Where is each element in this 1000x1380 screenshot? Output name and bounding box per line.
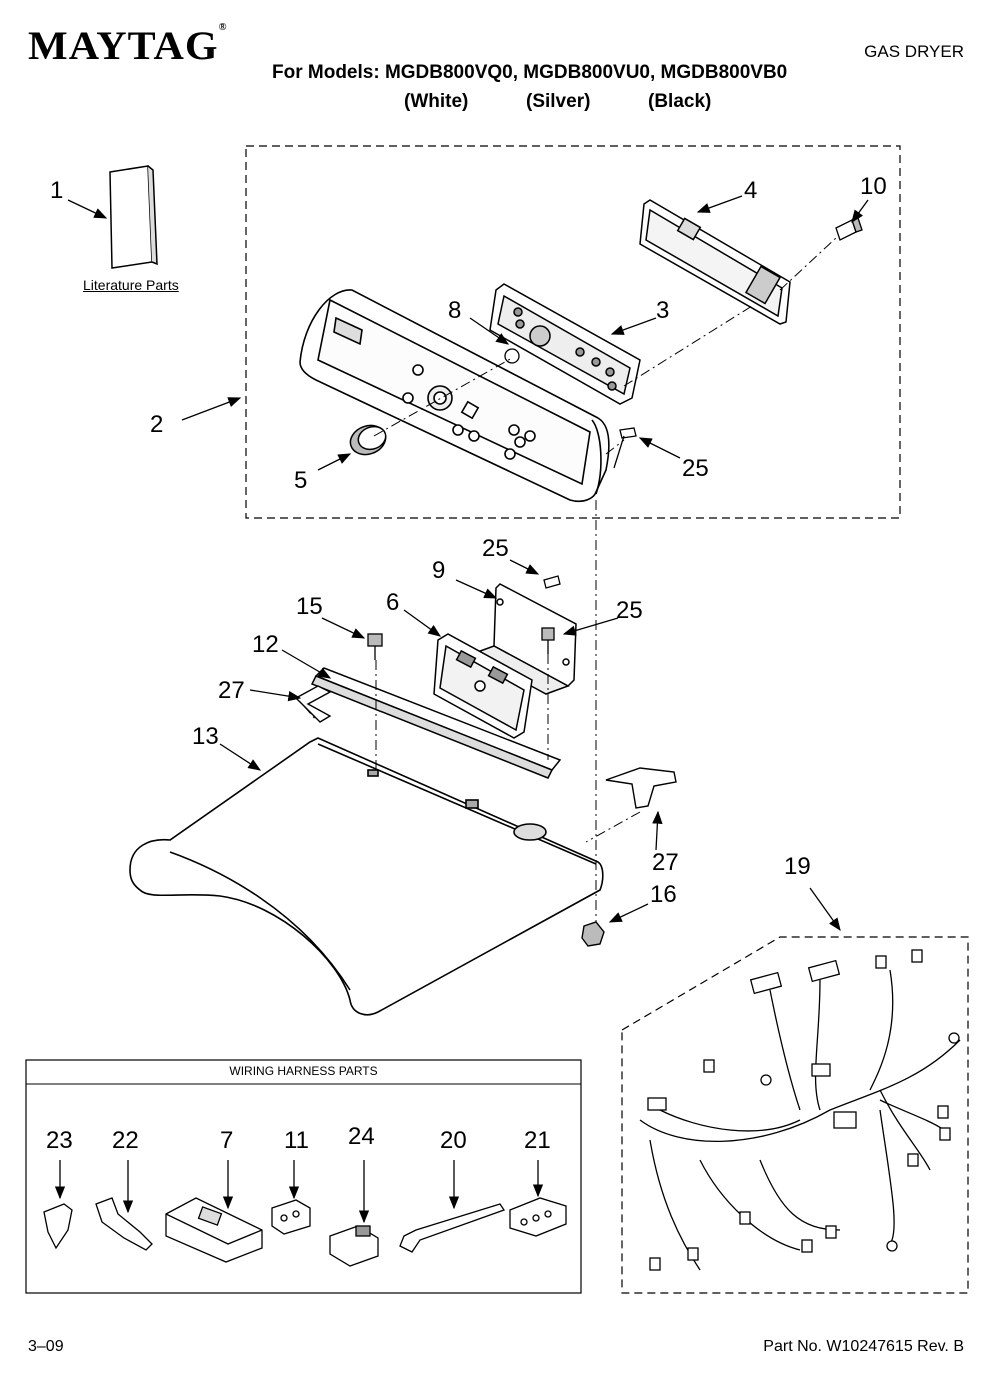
callout-19: 19 [784,853,811,880]
dryer-top-panel [129,737,604,1016]
product-type: GAS DRYER [864,42,964,61]
wiring-harness-parts-box [25,1059,582,1294]
clip-16 [581,921,605,947]
callout-11: 11 [284,1127,309,1154]
part-21-connector-icon [509,1197,567,1237]
callout-9: 9 [432,557,445,584]
user-interface-board [489,283,641,405]
callout-8: 8 [448,297,461,324]
color-silver: (Silver) [526,91,591,112]
wiring-harness-main [639,969,961,1271]
wiring-harness-title: WIRING HARNESS PARTS [229,1064,378,1078]
callout-15: 15 [296,593,323,620]
brand-logo: MAYTAG® [28,22,228,68]
footer-date: 3–09 [28,1338,64,1355]
footer-part-number: Part No. W10247615 Rev. B [763,1338,964,1355]
models-line: For Models: MGDB800VQ0, MGDB800VU0, MGDB… [272,62,788,83]
callout-2: 2 [150,411,163,438]
screw-25-lower [541,627,555,654]
console-rear-bracket [639,199,791,325]
foam-pad-left [294,685,332,723]
callout-6: 6 [386,589,399,616]
color-white: (White) [404,91,469,112]
callout-10: 10 [860,173,887,200]
part-22-terminal-icon [95,1197,153,1251]
harness-connectors [647,949,960,1271]
callout-13: 13 [192,723,219,750]
screw-25-mid [543,575,561,589]
part-20-cable-tie-icon [399,1203,506,1253]
screw-15 [367,633,383,660]
literature-booklet-icon [109,165,158,269]
callout-25-lower: 25 [616,597,643,624]
callout-12: 12 [252,631,279,658]
callout-7: 7 [220,1127,233,1154]
screw-10 [835,217,863,241]
part-23-clip-icon [43,1203,73,1250]
callout-5: 5 [294,467,307,494]
callout-23: 23 [46,1127,73,1154]
callout-20: 20 [440,1127,467,1154]
part-11-connector-icon [271,1199,311,1235]
control-knob [349,424,387,456]
callout-21: 21 [524,1127,551,1154]
callout-22: 22 [112,1127,139,1154]
shaft-8 [504,348,520,364]
literature-parts-label: Literature Parts [83,277,179,293]
callout-24: 24 [348,1123,375,1150]
callout-16: 16 [650,881,677,908]
screw-25-upper [613,427,637,469]
control-panel-group-box [245,145,901,519]
callout-25-mid: 25 [482,535,509,562]
callout-1: 1 [50,177,63,204]
part-7-terminal-block-icon [165,1197,263,1263]
callout-3: 3 [656,297,669,324]
foam-pad-right [605,767,677,809]
console-panel [299,289,610,503]
console-mounting-rail [310,667,562,779]
callout-27-right: 27 [652,849,679,876]
callout-25-upper: 25 [682,455,709,482]
machine-control-board [433,633,533,739]
callout-labels: 1 2 3 4 5 6 7 8 9 10 11 12 13 15 16 19 2… [46,173,887,1154]
callout-27-left: 27 [218,677,245,704]
part-24-connector-icon [329,1225,379,1267]
callout-4: 4 [744,177,757,204]
color-black: (Black) [648,91,712,112]
harness-group-box [621,936,969,1294]
